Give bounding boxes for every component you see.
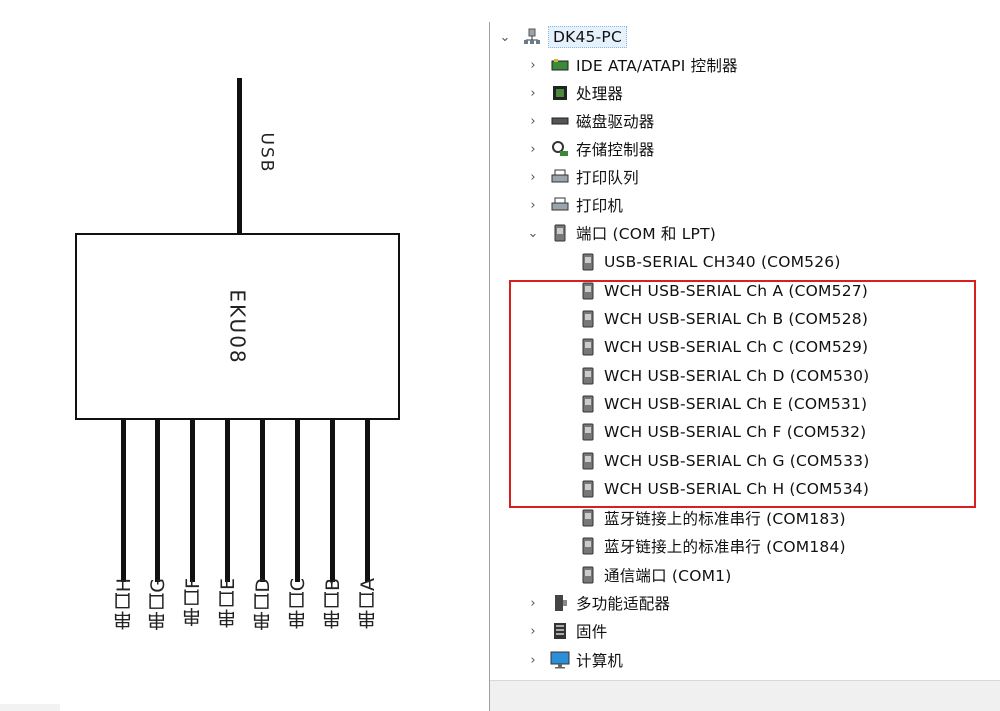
monitor-icon [550,650,570,670]
port-item-ch340[interactable]: USB-SERIAL CH340 (COM526) [578,249,841,275]
port-label-h: 串口H [113,578,135,631]
port-item-wch-b[interactable]: WCH USB-SERIAL Ch B (COM528) [578,306,868,332]
port-line-h [121,420,126,582]
chevron-down-icon[interactable]: ⌄ [499,29,511,45]
printer-icon [550,167,570,187]
port-item-com1[interactable]: 通信端口 (COM1) [578,562,731,588]
port-item-bt-com184[interactable]: 蓝牙链接上的标准串行 (COM184) [578,533,846,559]
tree-item-storage-controller[interactable]: › 存储控制器 [526,136,655,162]
horizontal-scrollbar[interactable] [490,680,1000,711]
printer-icon [550,195,570,215]
port-item-wch-c[interactable]: WCH USB-SERIAL Ch C (COM529) [578,334,868,360]
port-item-wch-a[interactable]: WCH USB-SERIAL Ch A (COM527) [578,278,868,304]
chevron-right-icon[interactable]: › [530,113,536,129]
serial-port-icon [578,337,598,357]
port-line-a [365,420,370,582]
port-label-g: 串口G [147,578,169,631]
tree-item-printer[interactable]: › 打印机 [526,192,623,218]
firmware-icon [550,621,570,641]
usb-cable-line [237,78,242,235]
chevron-down-icon[interactable]: ⌄ [527,225,539,241]
serial-port-icon [578,394,598,414]
port-label-f: 串口F [182,578,204,627]
processor-icon [550,83,570,103]
bottom-edge-strip [0,704,60,711]
eku08-wiring-diagram: USB EKU08 串口H 串口G 串口F 串口E 串口D 串口C 串口B 串口… [0,0,480,711]
port-icon [550,223,570,243]
serial-port-icon [578,422,598,442]
eku08-device-box [75,233,400,420]
eku08-device-label: EKU08 [225,288,250,365]
chevron-right-icon[interactable]: › [530,652,536,668]
tree-item-disk-drive[interactable]: › 磁盘驱动器 [526,108,655,134]
port-label-d: 串口D [252,578,274,631]
serial-port-icon [578,281,598,301]
port-label-c: 串口C [287,578,309,630]
serial-port-icon [578,479,598,499]
serial-port-icon [578,451,598,471]
usb-label: USB [256,132,276,174]
tree-item-firmware[interactable]: › 固件 [526,618,607,644]
tree-item-processor[interactable]: › 处理器 [526,80,623,106]
serial-port-icon [578,536,598,556]
chevron-right-icon[interactable]: › [530,57,536,73]
tree-root-node[interactable]: ⌄ DK45-PC [498,24,627,50]
port-item-bt-com183[interactable]: 蓝牙链接上的标准串行 (COM183) [578,505,846,531]
port-item-wch-e[interactable]: WCH USB-SERIAL Ch E (COM531) [578,391,867,417]
port-item-wch-f[interactable]: WCH USB-SERIAL Ch F (COM532) [578,419,866,445]
port-label-e: 串口E [217,578,239,629]
chevron-right-icon[interactable]: › [530,85,536,101]
multifunction-adapter-icon [550,593,570,613]
port-line-b [330,420,335,582]
tree-item-ide-controller[interactable]: › IDE ATA/ATAPI 控制器 [526,52,738,78]
storage-controller-icon [550,139,570,159]
ide-controller-icon [550,55,570,75]
disk-drive-icon [550,111,570,131]
port-item-wch-h[interactable]: WCH USB-SERIAL Ch H (COM534) [578,476,869,502]
port-line-d [260,420,265,582]
tree-item-multifunction-adapter[interactable]: › 多功能适配器 [526,590,670,616]
device-manager-panel: ⌄ DK45-PC › IDE ATA/ATAPI 控制器 › 处理器 › 磁盘… [489,22,1000,711]
port-line-e [225,420,230,582]
serial-port-icon [578,309,598,329]
chevron-right-icon[interactable]: › [530,169,536,185]
chevron-right-icon[interactable]: › [530,197,536,213]
chevron-right-icon[interactable]: › [530,595,536,611]
serial-port-icon [578,565,598,585]
port-label-b: 串口B [322,578,344,630]
port-label-a: 串口A [357,578,379,629]
computer-network-icon [522,27,542,47]
tree-item-print-queue[interactable]: › 打印队列 [526,164,639,190]
serial-port-icon [578,252,598,272]
serial-port-icon [578,366,598,386]
port-line-f [190,420,195,582]
port-item-wch-d[interactable]: WCH USB-SERIAL Ch D (COM530) [578,363,869,389]
port-item-wch-g[interactable]: WCH USB-SERIAL Ch G (COM533) [578,448,869,474]
chevron-right-icon[interactable]: › [530,623,536,639]
port-line-c [295,420,300,582]
serial-port-icon [578,508,598,528]
tree-item-ports[interactable]: ⌄ 端口 (COM 和 LPT) [527,223,717,243]
port-line-g [155,420,160,582]
chevron-right-icon[interactable]: › [530,141,536,157]
tree-item-computer[interactable]: › 计算机 [526,647,623,673]
